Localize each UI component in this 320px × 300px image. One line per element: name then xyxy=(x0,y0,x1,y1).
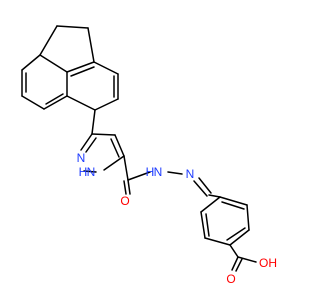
hydrazide-nh-label: N xyxy=(154,165,163,179)
benzoic-ring-bonds xyxy=(200,196,250,246)
acenaphthene-right-ring-bonds xyxy=(66,61,119,111)
acid-carbonyl-oxygen-label: O xyxy=(226,272,235,286)
carboxamide-bonds xyxy=(123,155,151,195)
acenaphthene-five-ring-bonds xyxy=(39,25,95,63)
carbonyl-oxygen-label: O xyxy=(120,194,129,208)
pyrazole-n-label: N xyxy=(77,151,86,165)
aryl-pyrazole-bond xyxy=(91,109,96,135)
acid-hydroxyl-label: OH xyxy=(259,256,277,270)
pyrazole-nh-label: N xyxy=(87,165,96,179)
acenaphthene-left-ring-bonds xyxy=(21,54,68,110)
imine-n-label: N xyxy=(186,167,195,181)
hydrazide-nh-hydrogen-label: H xyxy=(146,165,155,179)
molecule-canvas: N N H O N H N O OH xyxy=(21,25,277,286)
structure-diagram: N N H O N H N O OH xyxy=(21,25,277,286)
pyrazole-ring-bonds xyxy=(80,133,125,173)
hydrazone-bonds xyxy=(167,171,221,198)
pyrazole-nh-hydrogen-label: H xyxy=(79,165,88,179)
carboxylic-acid-bonds xyxy=(229,244,257,272)
